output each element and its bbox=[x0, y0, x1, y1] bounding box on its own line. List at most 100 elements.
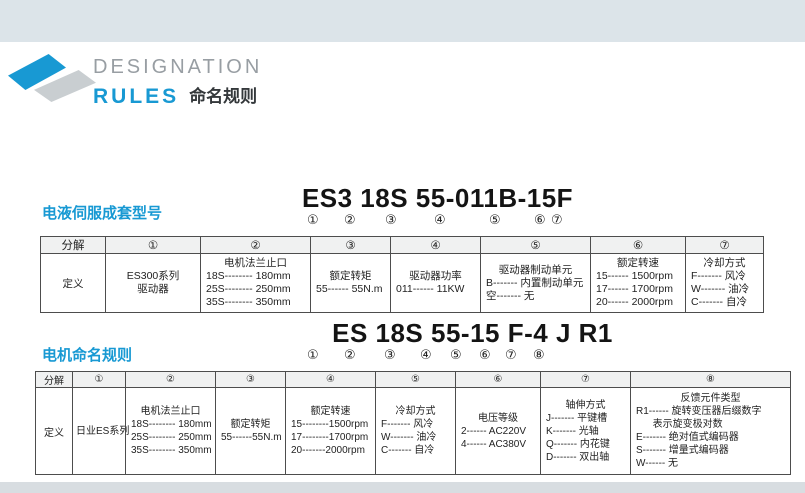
cell-line: 35S-------- 350mm bbox=[131, 445, 212, 456]
table1-header-num: ② bbox=[200, 236, 311, 254]
motor-naming-table: 分解 ① ② ③ ④ ⑤ ⑥ ⑦ ⑧ 定义 日业ES系列 电机法兰止口 18S-… bbox=[35, 371, 791, 475]
cell-line: 2------ AC220V bbox=[461, 425, 527, 437]
section1-title: 电液伺服成套型号 bbox=[42, 205, 163, 222]
table1-cell-flange: 电机法兰止口 18S-------- 180mm 25S-------- 250… bbox=[200, 253, 311, 313]
cell-title: 电机法兰止口 bbox=[224, 257, 287, 269]
cell-line: Q------- 内花键 bbox=[546, 438, 610, 450]
cell-title: 冷却方式 bbox=[703, 257, 746, 269]
cell-line: W------- 油冷 bbox=[691, 283, 750, 295]
table1-cell-speed: 额定转速 15------ 1500rpm 17------ 1700rpm 2… bbox=[590, 253, 686, 313]
table2-cell-speed: 额定转速 15--------1500rpm 17--------1700rpm… bbox=[285, 387, 376, 475]
section2-title: 电机命名规则 bbox=[42, 347, 133, 364]
table1-cell-brake-unit: 驱动器制动单元 B------- 内置制动单元 空------- 无 bbox=[480, 253, 591, 313]
table2-cell-flange: 电机法兰止口 18S-------- 180mm 25S-------- 250… bbox=[125, 387, 216, 475]
table1-header-num: ③ bbox=[310, 236, 391, 254]
cell-title: 额定转矩 bbox=[230, 419, 271, 430]
cell-line: C------- 自冷 bbox=[381, 445, 435, 456]
section1-marker-3: ③ bbox=[385, 212, 397, 227]
section1-model-code: ES3 18S 55-011B-15F bbox=[301, 183, 574, 213]
cell-line: W------ 无 bbox=[636, 458, 679, 469]
section1-marker-7: ⑦ bbox=[551, 212, 563, 227]
section2-marker-6: ⑥ bbox=[479, 347, 491, 362]
cell-title: 反馈元件类型 bbox=[680, 393, 741, 404]
cell-title: 额定转速 bbox=[310, 406, 351, 417]
table1-row-label: 定义 bbox=[40, 253, 106, 313]
brand-logo bbox=[8, 52, 100, 104]
cell-title: 驱动器功率 bbox=[409, 270, 462, 282]
cell-line: K------- 光轴 bbox=[546, 425, 599, 437]
cell-line: D------- 双出轴 bbox=[546, 451, 610, 463]
cell-line: 空------- 无 bbox=[486, 289, 535, 302]
section2-marker-7: ⑦ bbox=[505, 347, 517, 362]
cell-line: R1------ 旋转变压器后缀数字 bbox=[636, 406, 762, 417]
table2-definition-row: 定义 日业ES系列 电机法兰止口 18S-------- 180mm 25S--… bbox=[35, 387, 791, 475]
table2-cell-series: 日业ES系列 bbox=[72, 387, 130, 475]
cell-line: F------- 风冷 bbox=[691, 270, 746, 282]
cell-line: 4------ AC380V bbox=[461, 438, 527, 450]
table1-header-num: ⑤ bbox=[480, 236, 591, 254]
cell-title: 电机法兰止口 bbox=[140, 406, 201, 417]
cell-line: 17------ 1700rpm bbox=[596, 283, 674, 295]
cell-line: 17--------1700rpm bbox=[291, 432, 369, 443]
cell-line: 18S-------- 180mm bbox=[206, 270, 291, 282]
table2-cell-shaft: 轴伸方式 J------- 平键槽 K------- 光轴 Q------- 内… bbox=[540, 387, 631, 475]
cell-line: 15--------1500rpm bbox=[291, 419, 369, 430]
table2-cell-torque: 额定转矩 55------55N.m bbox=[215, 387, 286, 475]
cell-line: 20------ 2000rpm bbox=[596, 296, 674, 308]
cell-title: 驱动器制动单元 bbox=[498, 263, 573, 276]
table1-cell-power: 驱动器功率 011------ 11KW bbox=[390, 253, 481, 313]
table1-header-num: ① bbox=[105, 236, 201, 254]
servo-set-table: 分解 ① ② ③ ④ ⑤ ⑥ ⑦ 定义 ES300系列 驱动器 电机法兰止口 1… bbox=[40, 236, 764, 313]
section2-marker-4: ④ bbox=[420, 347, 432, 362]
table2-header-num: ② bbox=[125, 371, 216, 388]
cell-line: 日业ES系列 bbox=[76, 425, 130, 437]
cell-line: 15------ 1500rpm bbox=[596, 270, 674, 282]
table1-header-num: ④ bbox=[390, 236, 481, 254]
cell-title: 额定转矩 bbox=[329, 270, 372, 282]
section2-marker-5: ⑤ bbox=[450, 347, 462, 362]
table2-cell-cooling: 冷却方式 F------- 风冷 W------- 油冷 C------- 自冷 bbox=[375, 387, 456, 475]
section2-marker-1: ① bbox=[307, 347, 319, 362]
section1-marker-6: ⑥ bbox=[534, 212, 546, 227]
cell-line: S------- 增量式编码器 bbox=[636, 445, 729, 456]
cell-line: 驱动器 bbox=[137, 283, 169, 295]
table2-row-label: 定义 bbox=[35, 387, 73, 475]
top-band bbox=[0, 0, 805, 42]
cell-line: ES300系列 bbox=[126, 270, 180, 282]
cell-line: 55------ 55N.m bbox=[316, 283, 383, 295]
table1-header-num: ⑦ bbox=[685, 236, 764, 254]
bottom-band bbox=[0, 482, 805, 493]
table2-header-num: ⑤ bbox=[375, 371, 456, 388]
table1-header-num: ⑥ bbox=[590, 236, 686, 254]
table2-cell-feedback: 反馈元件类型 R1------ 旋转变压器后缀数字 表示旋变极对数 E-----… bbox=[630, 387, 791, 475]
section2-marker-2: ② bbox=[344, 347, 356, 362]
brand-title-rules: RULES bbox=[93, 85, 180, 108]
table1-header-decompose: 分解 bbox=[40, 236, 106, 254]
cell-line: J------- 平键槽 bbox=[546, 412, 608, 424]
cell-line: F------- 风冷 bbox=[381, 419, 434, 430]
table2-header-row: 分解 ① ② ③ ④ ⑤ ⑥ ⑦ ⑧ bbox=[35, 371, 791, 388]
table2-header-num: ④ bbox=[285, 371, 376, 388]
brand-title-en: DESIGNATION bbox=[93, 56, 263, 78]
cell-line: W------- 油冷 bbox=[381, 432, 437, 443]
table2-header-num: ① bbox=[72, 371, 126, 388]
cell-line: 55------55N.m bbox=[221, 432, 282, 443]
section2-marker-8: ⑧ bbox=[533, 347, 545, 362]
cell-line: 25S-------- 250mm bbox=[206, 283, 291, 295]
cell-title: 轴伸方式 bbox=[565, 399, 606, 411]
table2-header-num: ⑦ bbox=[540, 371, 631, 388]
cell-line: C------- 自冷 bbox=[691, 296, 747, 308]
table2-header-decompose: 分解 bbox=[35, 371, 73, 388]
cell-line: 18S-------- 180mm bbox=[131, 419, 212, 430]
section1-marker-2: ② bbox=[344, 212, 356, 227]
table2-cell-voltage: 电压等级 2------ AC220V 4------ AC380V bbox=[455, 387, 541, 475]
section2-model-code: ES 18S 55-15 F-4 J R1 bbox=[332, 318, 613, 348]
cell-title: 冷却方式 bbox=[395, 406, 436, 417]
table2-header-num: ③ bbox=[215, 371, 286, 388]
table1-definition-row: 定义 ES300系列 驱动器 电机法兰止口 18S-------- 180mm … bbox=[40, 253, 764, 313]
table1-header-row: 分解 ① ② ③ ④ ⑤ ⑥ ⑦ bbox=[40, 236, 764, 254]
section1-marker-1: ① bbox=[307, 212, 319, 227]
cell-line: 表示旋变极对数 bbox=[636, 419, 723, 430]
